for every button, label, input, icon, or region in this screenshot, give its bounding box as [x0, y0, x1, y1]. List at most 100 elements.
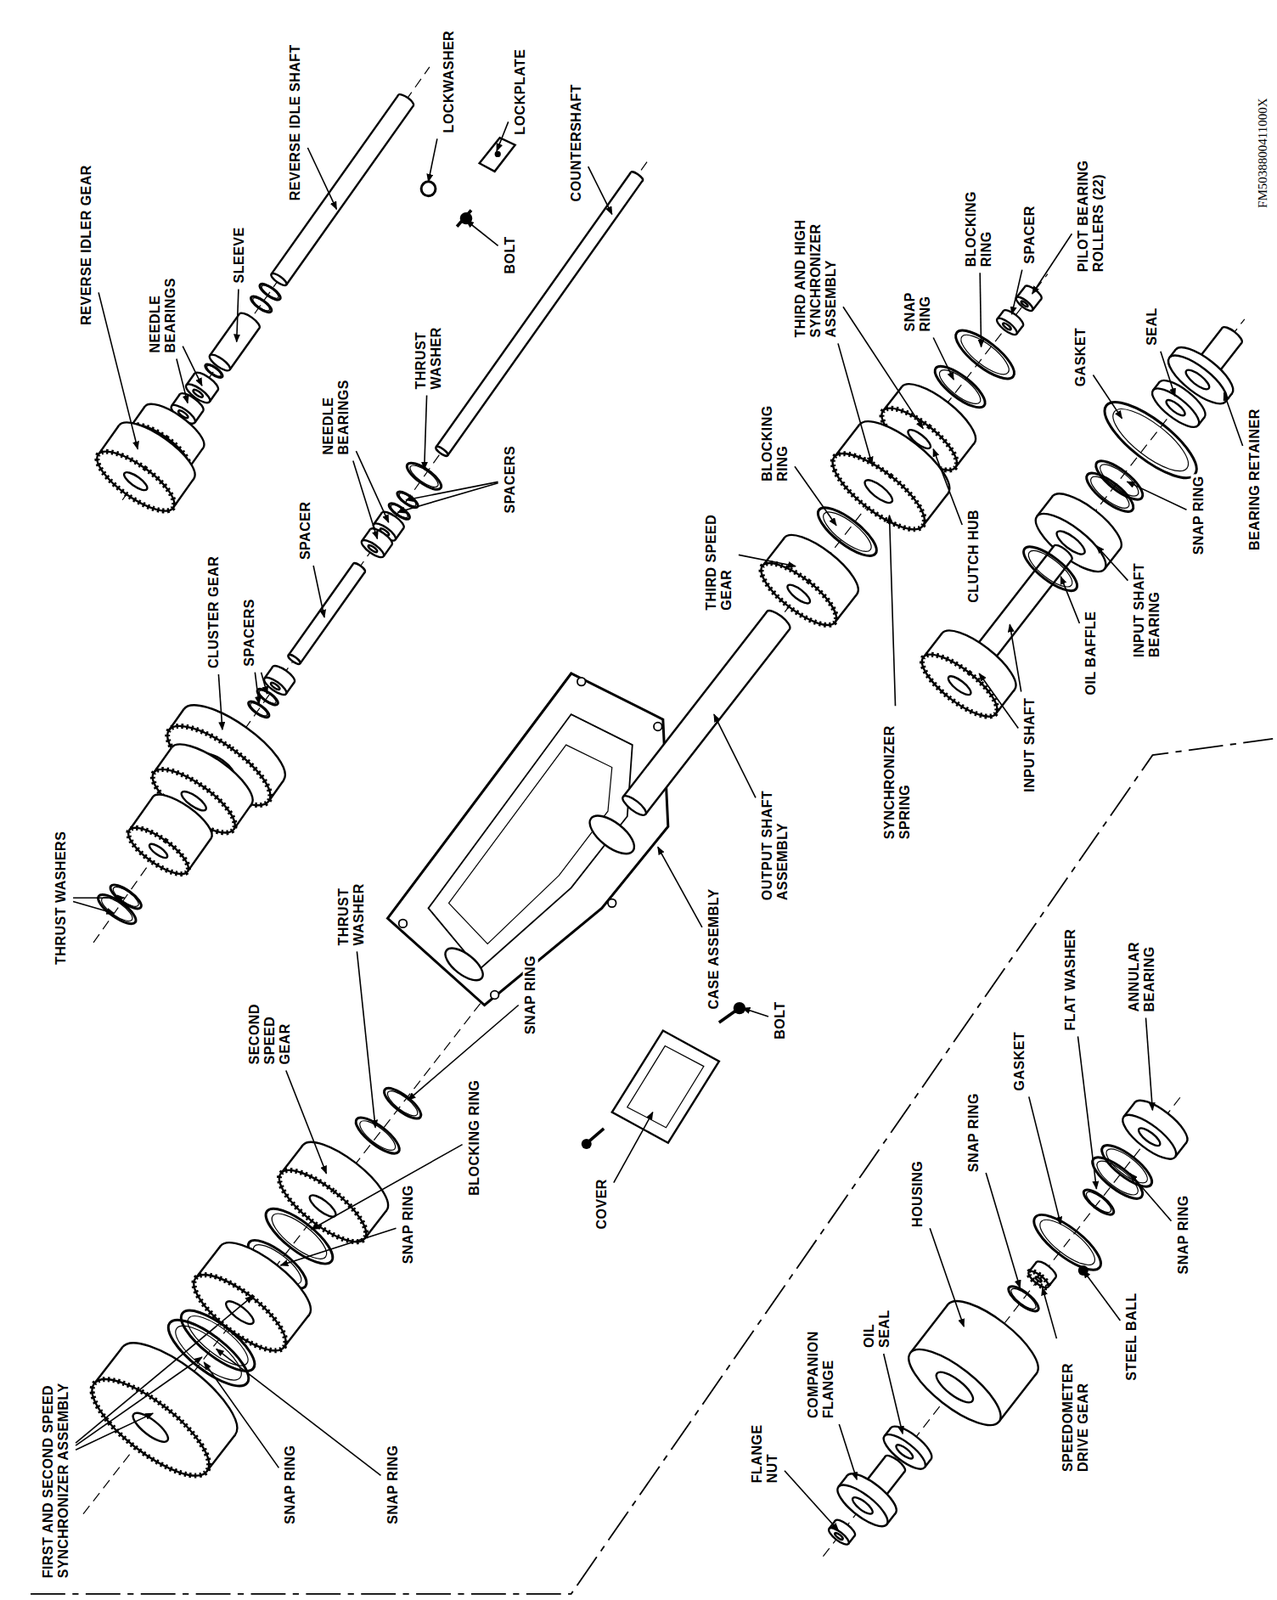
part-label: ANNULAR BEARING	[1126, 925, 1158, 1014]
leader-line	[838, 343, 872, 464]
part-label: INPUT SHAFT BEARING	[1131, 545, 1163, 659]
leader-line	[280, 1227, 396, 1266]
ring	[265, 1206, 333, 1266]
leader-line	[1224, 393, 1244, 446]
part-label: NEEDLE BEARINGS	[320, 360, 352, 457]
ring	[1008, 1284, 1040, 1312]
leader-line	[496, 121, 509, 151]
part-label: OUTPUT SHAFT ASSEMBLY	[759, 770, 791, 902]
leader-line	[261, 672, 268, 694]
shaft	[288, 563, 366, 664]
shaft	[436, 172, 643, 456]
leader-line	[1029, 1096, 1062, 1224]
leader-line	[1126, 481, 1187, 510]
leader-line	[466, 220, 499, 247]
part-label: SNAP RING	[1175, 1192, 1192, 1276]
part-label: BOLT	[502, 234, 518, 276]
leader-line	[784, 1470, 839, 1531]
part-label: INPUT SHAFT	[1022, 695, 1038, 794]
gear-bore	[784, 581, 813, 607]
part-label: SPACERS	[502, 444, 518, 516]
disc-body	[1104, 548, 1120, 569]
gear-bore	[147, 841, 170, 861]
leader-line	[1092, 375, 1122, 419]
gear-teeth	[821, 441, 935, 542]
gear-body	[233, 804, 252, 829]
leader-line	[1042, 1287, 1058, 1339]
part-label: REVERSE IDLE SHAFT	[287, 42, 304, 203]
part-label: BLOCKING RING	[759, 394, 791, 484]
gear-teeth	[122, 820, 196, 883]
leader-line	[883, 1353, 903, 1434]
disc-body	[261, 674, 289, 698]
gear-teeth	[913, 644, 1006, 726]
part-label: LOCKPLATE	[512, 47, 529, 137]
disc-bore	[833, 1531, 844, 1541]
part-label: SPACER	[1022, 203, 1038, 266]
leader-line	[1146, 1018, 1154, 1111]
lockwasher	[421, 181, 436, 197]
shaft	[447, 180, 643, 456]
part-label: SNAP RING	[385, 1443, 401, 1526]
case-bore	[439, 942, 488, 986]
ring	[251, 295, 272, 313]
cover-plate	[627, 1046, 704, 1128]
part-label: LOCKWASHER	[441, 28, 457, 136]
leader-line	[356, 950, 376, 1127]
leader-line	[1032, 233, 1073, 294]
leader-line	[310, 1144, 462, 1230]
disc-body	[1116, 1108, 1182, 1166]
leader-line	[738, 554, 796, 566]
shaft	[230, 327, 260, 370]
part-label: STEEL BALL	[1124, 1290, 1140, 1382]
disc-bore	[1020, 300, 1030, 309]
leader-line	[216, 1348, 382, 1475]
part-label: COVER	[594, 1176, 610, 1231]
part-label: SNAP RING	[282, 1443, 299, 1526]
leader-line	[1130, 1173, 1172, 1221]
part-label: SPACERS	[241, 596, 258, 669]
gear-body	[129, 796, 153, 830]
ring	[383, 1086, 421, 1120]
gear-body	[207, 1434, 236, 1472]
part-label: SPACER	[298, 500, 314, 563]
part-label: REVERSE IDLER GEAR	[78, 163, 95, 327]
leader-line	[714, 714, 756, 798]
cover-plate	[612, 1030, 720, 1143]
disc-bore	[849, 1494, 875, 1517]
leader-line	[929, 1227, 964, 1327]
part-label: NEEDLE BEARINGS	[147, 258, 179, 355]
part-label: COMPANION FLANGE	[805, 1314, 837, 1420]
center-line	[83, 274, 1048, 1514]
case-opening	[449, 744, 613, 944]
part-label: HOUSING	[910, 1158, 926, 1229]
part-label: CLUSTER GEAR	[206, 554, 222, 670]
ring	[1086, 1150, 1148, 1205]
case-boss	[490, 990, 500, 1000]
leader-line	[236, 289, 239, 343]
ring	[350, 1111, 405, 1159]
leader-line	[1012, 270, 1023, 316]
part-label: THRUST WASHER	[413, 303, 445, 392]
ring	[1083, 1188, 1114, 1216]
bolt-shank	[589, 1128, 604, 1141]
disc-bore	[1183, 366, 1213, 393]
leader-line	[313, 565, 325, 618]
leader-line	[658, 846, 703, 928]
ring	[259, 282, 281, 300]
part-label: SNAP RING	[966, 1091, 982, 1174]
gear-bore	[861, 476, 896, 507]
part-label: THRUST WASHER	[336, 858, 367, 947]
lockplate	[479, 137, 516, 172]
bolt-head	[460, 212, 473, 225]
leader-line	[307, 147, 337, 209]
leader-line	[978, 673, 1019, 729]
disc-bore	[270, 681, 282, 692]
disc-bore	[1001, 321, 1013, 331]
disc-body	[910, 1304, 948, 1353]
shaft	[299, 571, 365, 664]
case-boss	[399, 919, 408, 929]
leader-line	[742, 1007, 770, 1017]
case-boss	[653, 722, 663, 732]
part-label: THIRD SPEED GEAR	[703, 489, 735, 613]
